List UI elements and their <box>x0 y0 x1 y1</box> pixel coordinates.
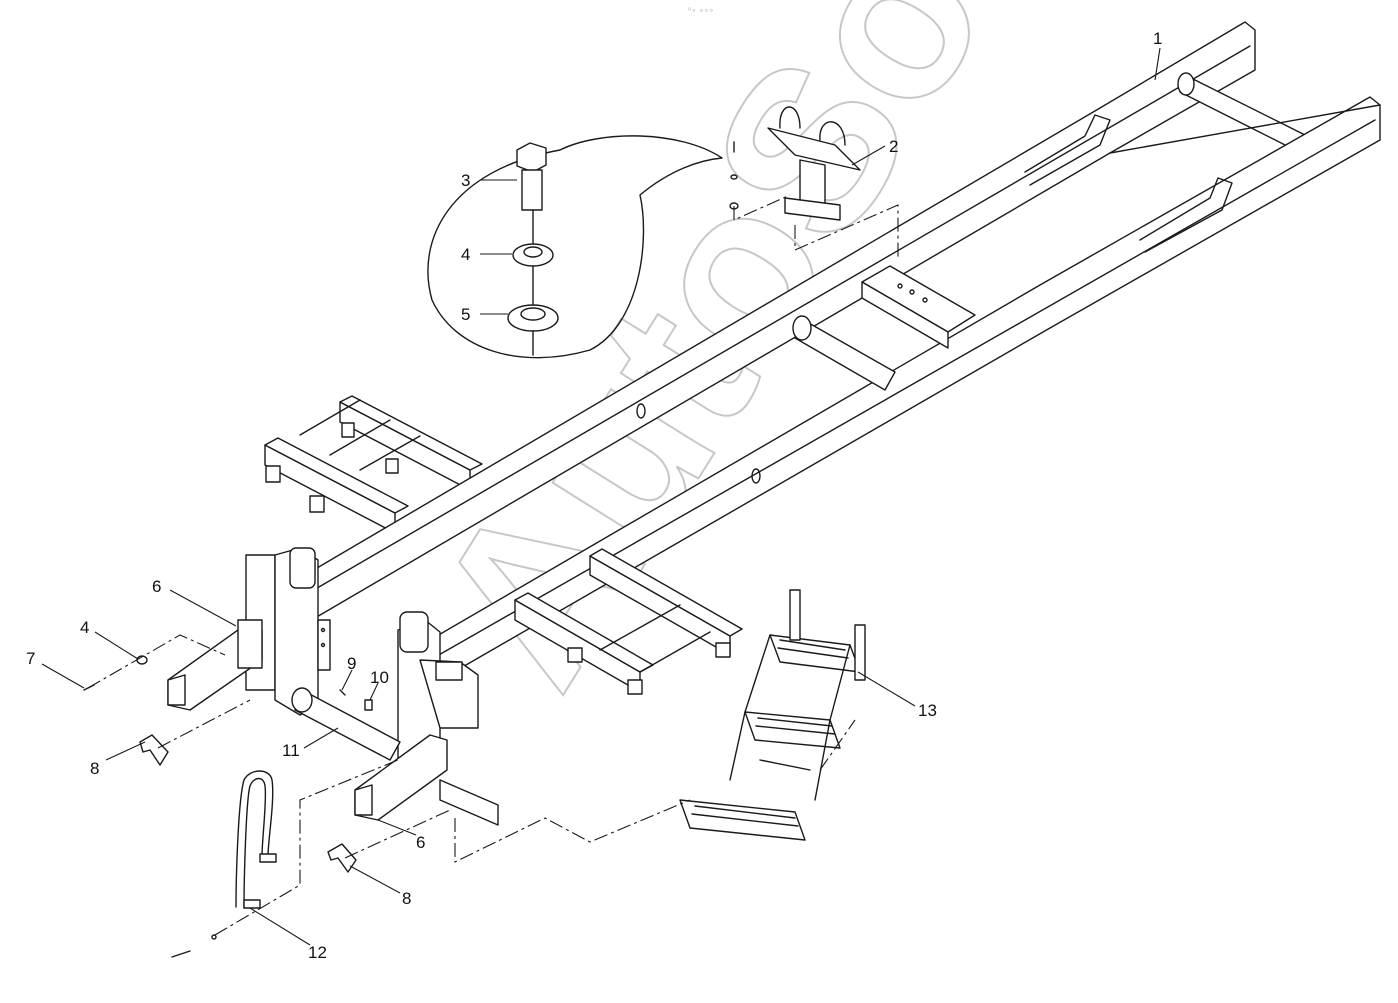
callout-6-right: 6 <box>416 833 425 852</box>
rear-cross-members <box>264 395 483 534</box>
clip-8-left <box>139 734 169 766</box>
callout-3: 3 <box>461 171 470 190</box>
chassis-frame <box>245 21 1381 771</box>
leader-lines <box>41 47 1161 946</box>
callout-10: 10 <box>370 668 389 687</box>
callout-9: 9 <box>347 654 356 673</box>
callout-labels: 1 2 3 4 5 6 4 7 9 10 11 8 6 8 12 13 <box>26 29 1162 962</box>
bolt-3 <box>516 142 547 211</box>
callout-4-left: 4 <box>80 618 89 637</box>
cross-tube-11 <box>291 687 401 761</box>
assembly-lines <box>87 194 899 936</box>
header-mark: ⁰∘ ∘∘∘ <box>688 6 714 15</box>
mounting-bracket-front <box>397 611 479 771</box>
callout-13: 13 <box>918 701 937 720</box>
support-arm-6-right <box>354 734 499 826</box>
bolt-bottom <box>171 950 191 958</box>
cross-tube-middle <box>792 315 896 391</box>
callout-7: 7 <box>26 649 35 668</box>
callout-1: 1 <box>1153 29 1162 48</box>
callout-12: 12 <box>308 943 327 962</box>
step-ladder-13 <box>679 589 866 841</box>
cross-tube-rear <box>1177 72 1306 151</box>
callout-6-left: 6 <box>152 577 161 596</box>
callout-4-detail: 4 <box>461 245 470 264</box>
lock-washer-4 <box>512 243 554 267</box>
callout-11: 11 <box>282 741 300 760</box>
grab-handle-12 <box>235 770 277 909</box>
detail-bubble <box>427 135 723 359</box>
callout-8-left: 8 <box>90 759 99 778</box>
callout-5: 5 <box>461 305 470 324</box>
cross-plate <box>861 265 976 349</box>
callout-8-right: 8 <box>402 889 411 908</box>
hanger-bracket-2 <box>767 106 861 221</box>
callout-2: 2 <box>889 137 898 156</box>
front-cross-members <box>514 548 743 695</box>
support-arm-6-left <box>167 619 263 711</box>
clip-8-right <box>327 843 357 873</box>
flat-washer-5 <box>507 304 559 332</box>
